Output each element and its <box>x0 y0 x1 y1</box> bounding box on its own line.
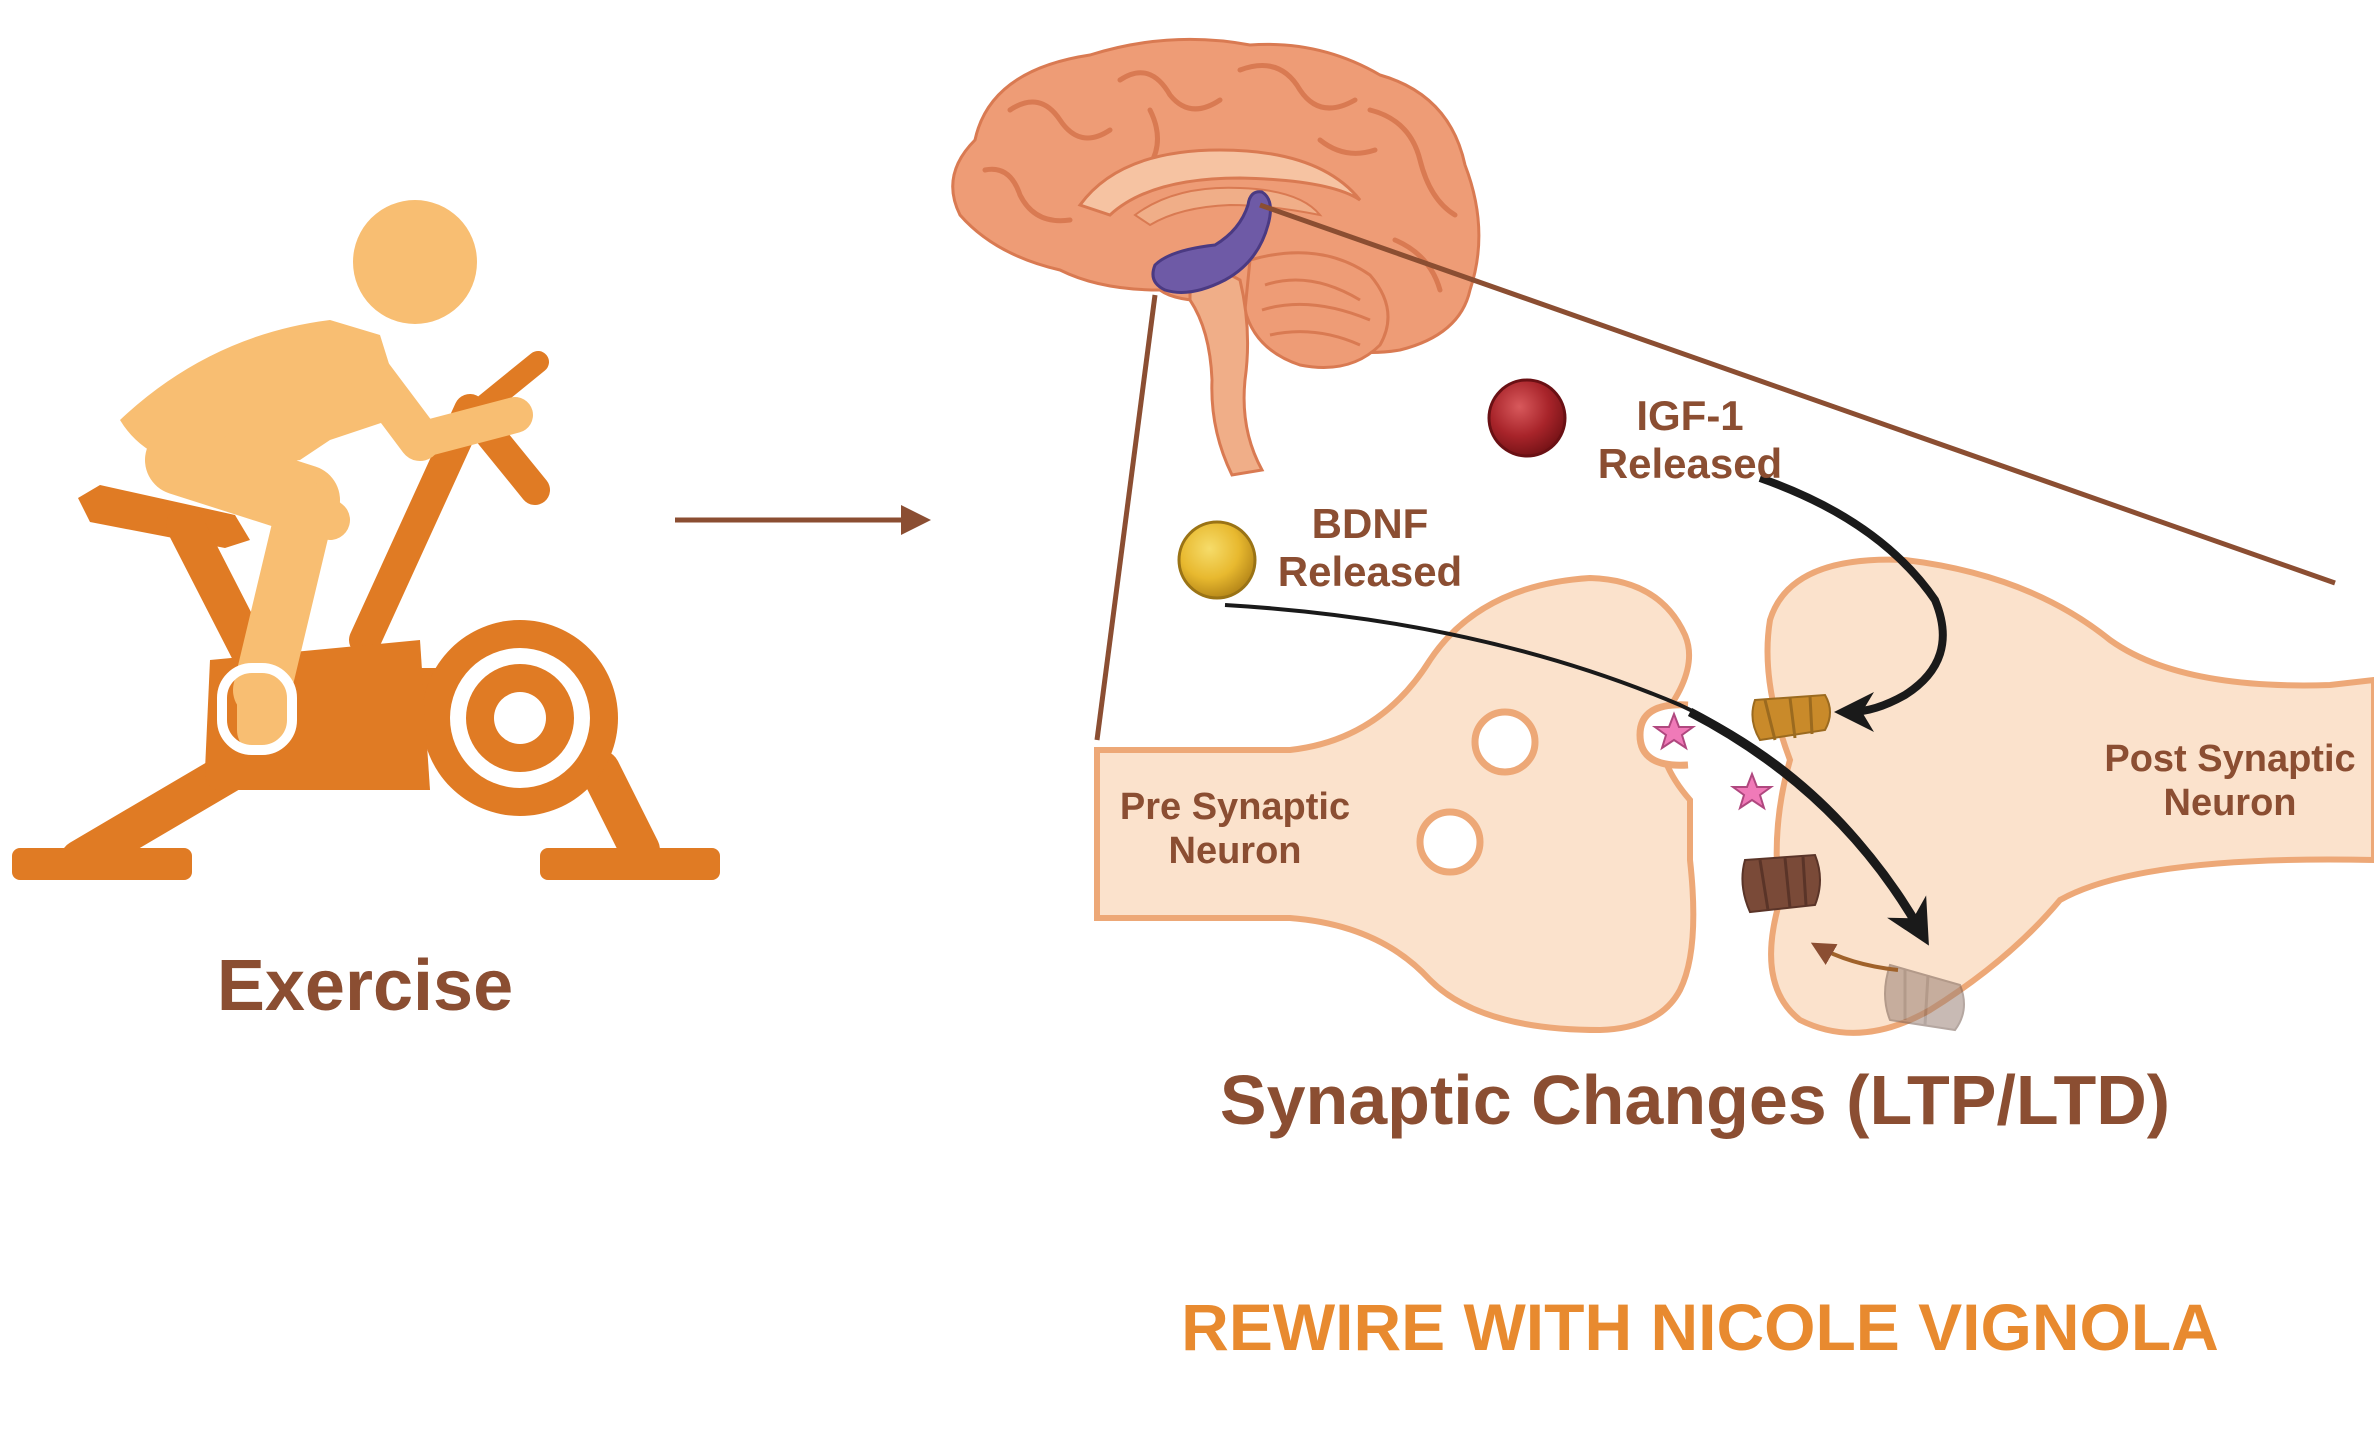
bdnf-label-line2: Released <box>1277 548 1463 596</box>
post-synaptic-label: Post Synaptic Neuron <box>2080 738 2374 825</box>
exercise-bike-icon <box>12 200 720 880</box>
receptor-icon <box>1751 693 1831 742</box>
vesicle <box>1471 708 1539 776</box>
neurotransmitter-star <box>1729 771 1775 811</box>
post-synaptic-label-line1: Post Synaptic <box>2104 738 2356 780</box>
pre-synaptic-label-line2: Neuron <box>1168 829 1302 872</box>
pre-synaptic-label: Pre Synaptic Neuron <box>1085 786 1385 873</box>
receptor-icon <box>1884 963 1965 1032</box>
synaptic-changes-title: Synaptic Changes (LTP/LTD) <box>1219 1061 2171 1139</box>
brain-icon <box>951 37 1481 477</box>
zoom-line-left <box>1094 294 1158 741</box>
bdnf-molecule-icon <box>1177 520 1257 600</box>
receptor-icon <box>1741 853 1821 914</box>
vesicle <box>1416 808 1484 876</box>
bdnf-label-line1: BDNF <box>1311 500 1429 547</box>
neurotransmitter-star <box>1651 711 1697 751</box>
bdnf-pathway-arrow-head <box>1687 708 1929 946</box>
igf-label-line2: Released <box>1597 440 1783 488</box>
receptor-trafficking-arrow <box>1810 942 1899 972</box>
post-synaptic-label-line2: Neuron <box>2163 781 2297 824</box>
igf-label-line1: IGF-1 <box>1636 392 1744 439</box>
exercise-label: Exercise <box>216 946 514 1026</box>
igf-pathway-arrow <box>1758 474 1947 732</box>
credit-text: REWIRE WITH NICOLE VIGNOLA <box>1181 1290 2219 1364</box>
igf-label: IGF-1 Released <box>1560 392 1820 489</box>
zoom-line-right <box>1259 202 2336 586</box>
pre-synaptic-label-line1: Pre Synaptic <box>1119 786 1351 828</box>
igf-molecule-icon <box>1487 378 1567 458</box>
bdnf-label: BDNF Released <box>1240 500 1500 597</box>
